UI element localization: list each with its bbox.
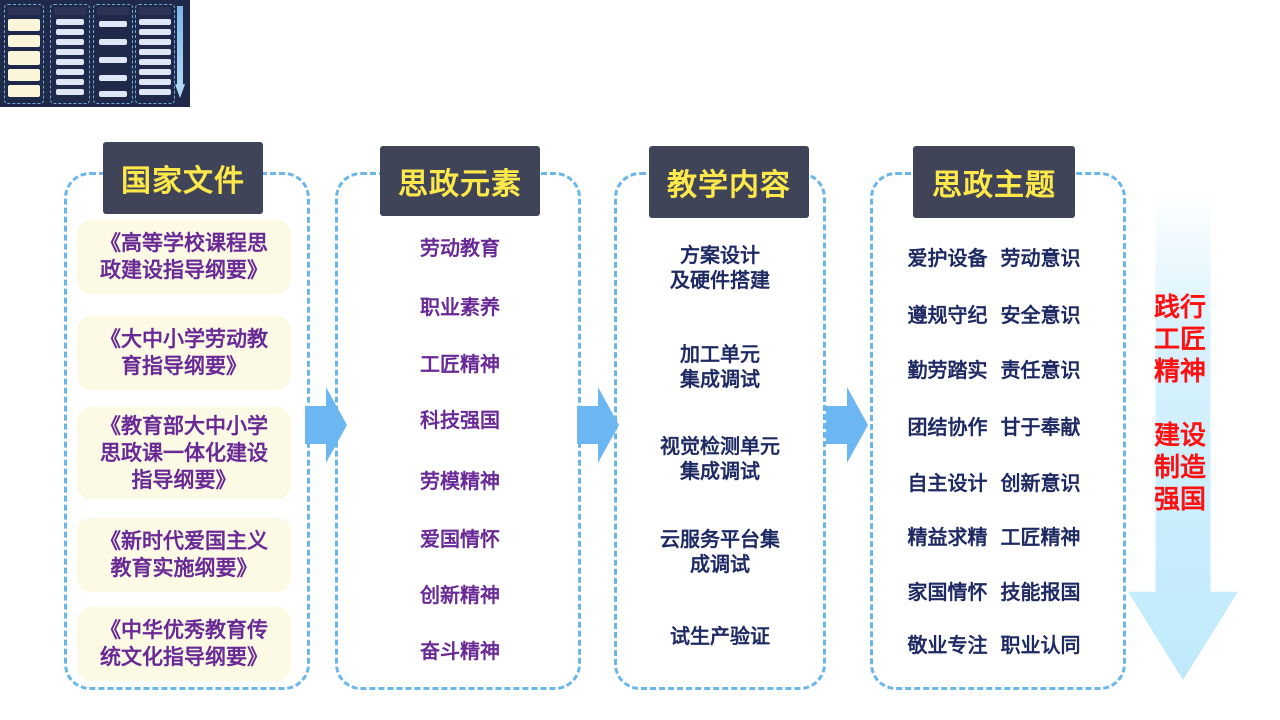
thumbnail-column	[93, 4, 133, 104]
docs-header: 国家文件	[103, 142, 263, 214]
content-item: 加工单元 集成调试	[680, 342, 760, 391]
slogan-manufacturing: 建设 制造 强国	[1153, 421, 1206, 515]
element-item: 工匠精神	[420, 352, 500, 376]
doc-item: 《大中小学劳动教 育指导纲要》	[77, 316, 291, 390]
thumbnail-column	[4, 4, 44, 104]
thumbnail-preview	[0, 0, 190, 107]
content-item: 云服务平台集 成调试	[660, 527, 780, 576]
element-item: 劳动教育	[420, 236, 500, 260]
flow-arrow-icon	[826, 387, 868, 463]
content-item: 视觉检测单元 集成调试	[660, 434, 780, 483]
theme-item: 勤劳踏实 责任意识	[907, 358, 1081, 382]
element-item: 科技强国	[420, 408, 500, 432]
content-item: 试生产验证	[670, 624, 770, 648]
theme-item: 团结协作 甘于奉献	[907, 415, 1081, 439]
doc-item: 《教育部大中小学 思政课一体化建设 指导纲要》	[77, 407, 291, 499]
theme-item: 家国情怀 技能报国	[907, 580, 1081, 604]
doc-item: 《新时代爱国主义 教育实施纲要》	[77, 518, 291, 592]
thumbnail-arrow	[175, 6, 185, 98]
thumbnail-column	[135, 4, 175, 104]
element-item: 创新精神	[420, 583, 500, 607]
content-item: 方案设计 及硬件搭建	[670, 243, 770, 292]
theme-item: 精益求精 工匠精神	[907, 525, 1081, 549]
thumbnail-column	[50, 4, 90, 104]
element-item: 劳模精神	[420, 469, 500, 493]
element-item: 奋斗精神	[420, 639, 500, 663]
element-item: 职业素养	[420, 295, 500, 319]
theme-item: 敬业专注 职业认同	[907, 633, 1081, 657]
themes-header: 思政主题	[913, 146, 1075, 218]
elements-header: 思政元素	[380, 146, 540, 216]
content-header: 教学内容	[649, 146, 809, 218]
theme-item: 爱护设备 劳动意识	[907, 246, 1081, 270]
theme-item: 自主设计 创新意识	[907, 471, 1081, 495]
doc-item: 《高等学校课程思 政建设指导纲要》	[77, 220, 291, 294]
doc-item: 《中华优秀教育传 统文化指导纲要》	[77, 607, 291, 681]
slogan-craftsmanship: 践行 工匠 精神	[1153, 293, 1206, 387]
flow-arrow-icon	[577, 387, 619, 463]
element-item: 爱国情怀	[420, 527, 500, 551]
theme-item: 遵规守纪 安全意识	[907, 303, 1081, 327]
